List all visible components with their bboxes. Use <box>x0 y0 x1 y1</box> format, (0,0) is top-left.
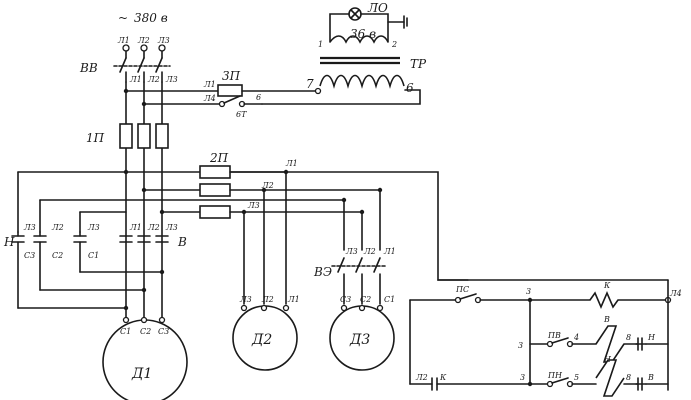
distribution-buses: 2П Л1 Л2 Л3 <box>17 151 469 281</box>
bus-l2: Л2 <box>261 181 274 190</box>
reverser-v-label: В <box>177 235 187 249</box>
motor-d2-name: Д2 <box>251 332 272 348</box>
transformer-terminal-6: 6 <box>406 81 414 95</box>
motor-d1-term-3: С3 <box>158 327 169 336</box>
ctrl-k-contact: К <box>439 373 447 382</box>
transformer-tr: ТР 7 6 <box>306 56 427 95</box>
reverser-n: Н Л3 Л2 Л3 С3 С2 С1 <box>3 171 100 309</box>
ctrl-k-coil: К <box>603 281 611 290</box>
ctrl-ps: ПС <box>455 285 469 294</box>
fuse-3p-icon <box>217 84 243 97</box>
rev-n-top-3: Л3 <box>87 223 100 232</box>
thermal-node: 6 <box>256 93 261 102</box>
ctrl-n5: 5 <box>574 373 579 382</box>
control-circuit: ПС 3 К Л4 3 ПВ 4 В 8 Н Л2 <box>409 279 682 397</box>
fuse-3p-label: 3П <box>222 69 241 83</box>
fuse-3p-branch: Л1 3П <box>125 69 322 97</box>
motor-d1-name: Д1 <box>131 366 152 382</box>
fuses-1p: 1П <box>86 123 169 149</box>
thermal-contact-branch: Л4 6 6Т <box>143 89 421 119</box>
vv-l3: Л3 <box>165 75 178 84</box>
ve-top-3: Л1 <box>383 247 396 256</box>
bus-l3: Л3 <box>247 201 260 210</box>
supply-header: ~ 380 в Л1 Л2 Л3 <box>117 11 170 45</box>
lamp-terminal-2: 2 <box>391 40 397 49</box>
rev-n-top-1: Л3 <box>23 223 36 232</box>
reverser-n-label: Н <box>3 235 15 249</box>
phase-label-2: Л2 <box>137 36 150 45</box>
transformer-label: ТР <box>410 57 427 71</box>
ve-top-1: Л3 <box>345 247 358 256</box>
ctrl-pn: ПН <box>547 371 563 380</box>
lamp-circuit: ЛО 36 в 1 2 <box>318 1 408 49</box>
rev-n-bot-3: С1 <box>88 251 99 260</box>
fuse-1p-l1-icon <box>119 123 133 149</box>
transformer-terminal-7: 7 <box>306 77 314 91</box>
ctrl-l2: Л2 <box>415 373 428 382</box>
switch-label: ВВ <box>79 61 98 75</box>
motor-d3-term-1: С3 <box>340 295 351 304</box>
fuse-3p-wire: Л1 <box>203 80 216 89</box>
ctrl-node3-mid: 3 <box>518 341 523 350</box>
phase-label-3: Л3 <box>157 36 170 45</box>
ctrl-coil-v: В <box>603 315 610 324</box>
ctrl-n-h: Н <box>647 333 656 342</box>
motor-d2-term-2: Л2 <box>261 295 274 304</box>
fuse-1p-l2-icon <box>137 123 151 149</box>
rev-n-top-2: Л2 <box>51 223 64 232</box>
lamp-terminal-1: 1 <box>318 40 323 49</box>
rev-n-bot-2: С2 <box>52 251 63 260</box>
ctrl-node3-bot: 3 <box>520 373 525 382</box>
ctrl-n8-a: 8 <box>626 333 631 342</box>
ctrl-l4: Л4 <box>669 289 682 298</box>
reverser-v: В Л1 Л2 Л3 <box>17 223 187 311</box>
supply-voltage: 380 в <box>134 11 168 25</box>
rev-v-top-1: Л1 <box>129 223 142 232</box>
thermal-wire: Л4 <box>203 94 216 103</box>
motor-d1: С1 С2 С3 Д1 <box>102 316 188 400</box>
main-buses <box>123 81 163 321</box>
ac-symbol: ~ <box>118 11 128 25</box>
motor-d3: С3 С2 С1 Д3 <box>329 295 395 371</box>
fuse-2p-label: 2П <box>209 151 229 165</box>
phase-label-1: Л1 <box>117 36 130 45</box>
fuse-1p-label: 1П <box>86 131 105 145</box>
ctrl-n8-b: 8 <box>626 373 631 382</box>
vv-l1: Л1 <box>129 75 142 84</box>
motor-d2-term-3: Л1 <box>287 295 300 304</box>
ctrl-n-b: В <box>647 373 654 382</box>
motor-d2-term-1: Л3 <box>239 295 252 304</box>
ve-switch: ВЭ Л3 Л2 Л1 <box>313 187 396 305</box>
fuse-2p-l3-icon <box>199 205 231 219</box>
fuse-2p-l1-icon <box>199 165 231 179</box>
ctrl-node3-top: 3 <box>526 287 531 296</box>
thermal-label: 6Т <box>236 110 247 119</box>
lamp-label: ЛО <box>367 1 388 15</box>
rev-n-bot-1: С3 <box>24 251 35 260</box>
fuse-1p-l3-icon <box>155 123 169 149</box>
fuse-2p-l2-icon <box>199 183 231 197</box>
supply-terminal-l3 <box>158 44 166 52</box>
rev-v-top-3: Л3 <box>165 223 178 232</box>
ctrl-n4: 4 <box>573 333 579 342</box>
rev-v-top-2: Л2 <box>147 223 160 232</box>
ctrl-coil-n: Н <box>603 355 612 364</box>
ctrl-pv: ПВ <box>547 331 561 340</box>
motor-d2: Л3 Л2 Л1 Д2 <box>232 169 300 371</box>
supply-terminal-l1 <box>122 44 130 52</box>
ve-top-2: Л2 <box>363 247 376 256</box>
ve-label: ВЭ <box>313 265 332 279</box>
motor-d1-term-2: С2 <box>140 327 151 336</box>
supply-terminal-l2 <box>140 44 148 52</box>
motor-d3-term-3: С1 <box>384 295 395 304</box>
motor-d3-name: Д3 <box>349 332 370 348</box>
motor-d3-term-2: С2 <box>360 295 371 304</box>
main-switch-vv: ВВ Л1 Л2 Л3 <box>79 50 178 84</box>
vv-l2: Л2 <box>147 75 160 84</box>
bus-l1: Л1 <box>285 159 298 168</box>
motor-d1-term-1: С1 <box>120 327 131 336</box>
